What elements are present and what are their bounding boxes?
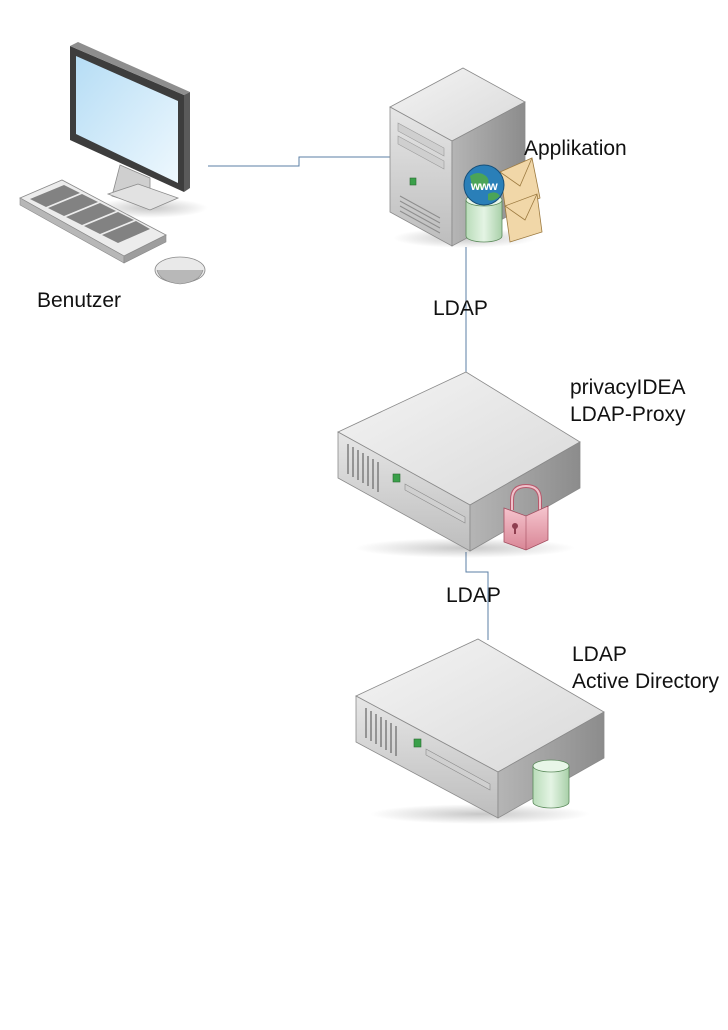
directory-label-line2: Active Directory	[572, 670, 720, 693]
proxy-label-line2: LDAP-Proxy	[570, 403, 686, 426]
svg-text:www: www	[470, 179, 499, 193]
connector-user-app	[208, 156, 390, 167]
directory-label-line1: LDAP	[572, 643, 627, 666]
edge-label-proxy-directory: LDAP	[446, 584, 501, 607]
connector-line	[208, 156, 390, 167]
mail-icon	[499, 157, 543, 243]
rack-server-icon	[337, 371, 581, 558]
user-label: Benutzer	[37, 289, 121, 312]
proxy-label-line1: privacyIDEA	[570, 376, 686, 399]
desktop-computer-icon	[19, 42, 208, 285]
connector-line	[465, 552, 489, 640]
connector-proxy-directory	[465, 552, 489, 640]
user-workstation: Benutzer	[19, 42, 208, 312]
ldap-proxy-server: privacyIDEA LDAP-Proxy	[337, 371, 686, 558]
padlock-icon	[503, 483, 549, 551]
edge-label-app-proxy: LDAP	[433, 297, 488, 320]
application-server: www Applikation	[389, 67, 627, 248]
database-icon	[532, 759, 570, 809]
application-label: Applikation	[524, 137, 627, 160]
www-globe-icon: www	[463, 164, 505, 206]
directory-server: LDAP Active Directory	[355, 638, 720, 824]
